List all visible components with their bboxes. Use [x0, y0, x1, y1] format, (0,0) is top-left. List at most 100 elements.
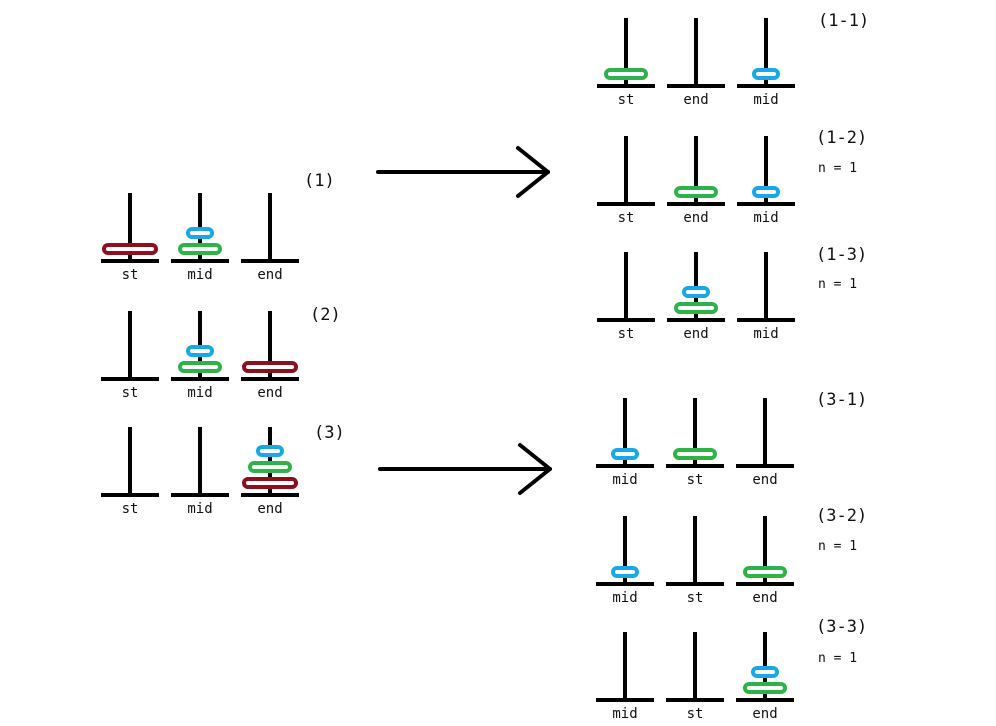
peg-mid: mid [171, 427, 229, 517]
peg-end: end [736, 516, 794, 606]
step-label: (3-3) [816, 617, 867, 637]
step-label: (1-2) [816, 128, 867, 148]
peg-label: end [683, 210, 708, 226]
peg-end: end [736, 632, 794, 722]
disk-blue [611, 448, 639, 460]
peg-label: end [683, 326, 708, 342]
peg-label: st [122, 501, 139, 517]
peg-label: end [257, 385, 282, 401]
peg-end: end [241, 427, 299, 517]
peg-st: st [666, 516, 724, 606]
disk-green [674, 186, 718, 198]
peg-end: end [667, 18, 725, 108]
hanoi-panel: st mid end (2) [101, 305, 341, 401]
peg-st: st [597, 136, 655, 226]
arrow-to-step-1 [376, 146, 550, 198]
peg-mid: mid [171, 311, 229, 401]
peg-label: end [752, 590, 777, 606]
disk-red [242, 477, 298, 489]
peg-end: end [667, 252, 725, 342]
peg-end: end [241, 193, 299, 283]
step-label: (1-3) [816, 245, 867, 265]
peg-st: st [597, 252, 655, 342]
disk-blue [752, 68, 780, 80]
arrow-to-step-3 [378, 443, 552, 495]
step-label: (1) [304, 171, 335, 191]
peg-label: mid [187, 501, 212, 517]
disk-green [604, 68, 648, 80]
n-count-label: n = 1 [818, 161, 857, 176]
disk-green [743, 566, 787, 578]
disk-green [743, 682, 787, 694]
peg-mid: mid [737, 18, 795, 108]
disk-blue [682, 286, 710, 298]
hanoi-panel: st end mid (1-3) n = 1 [597, 245, 867, 342]
disk-blue [751, 666, 779, 678]
peg-label: st [687, 472, 704, 488]
peg-st: st [666, 632, 724, 722]
peg-end: end [241, 311, 299, 401]
peg-label: mid [753, 326, 778, 342]
disk-blue [752, 186, 780, 198]
disk-blue [186, 227, 214, 239]
disk-green [178, 361, 222, 373]
peg-mid: mid [596, 398, 654, 488]
peg-label: mid [187, 385, 212, 401]
hanoi-panel: mid st end (3-1) [596, 390, 867, 488]
step-label: (3) [314, 423, 345, 443]
peg-mid: mid [171, 193, 229, 283]
hanoi-panel: st mid end (3) [101, 423, 345, 517]
peg-label: end [257, 501, 282, 517]
step-label: (3-1) [816, 390, 867, 410]
disk-blue [611, 566, 639, 578]
peg-label: st [122, 385, 139, 401]
n-count-label: n = 1 [818, 277, 857, 292]
peg-st: st [666, 398, 724, 488]
hanoi-panel: mid st end (3-2) n = 1 [596, 506, 867, 606]
peg-label: end [257, 267, 282, 283]
peg-label: st [687, 706, 704, 722]
disk-blue [186, 345, 214, 357]
disk-green [673, 448, 717, 460]
peg-label: st [618, 210, 635, 226]
hanoi-panel: st mid end (1) [101, 171, 335, 283]
peg-label: mid [753, 210, 778, 226]
peg-label: mid [612, 590, 637, 606]
disk-blue [256, 445, 284, 457]
peg-label: end [683, 92, 708, 108]
peg-st: st [101, 427, 159, 517]
peg-label: end [752, 472, 777, 488]
peg-label: st [122, 267, 139, 283]
n-count-label: n = 1 [818, 539, 857, 554]
disk-green [178, 243, 222, 255]
peg-mid: mid [596, 632, 654, 722]
peg-mid: mid [596, 516, 654, 606]
hanoi-panel: st end mid (1-2) n = 1 [597, 128, 867, 226]
hanoi-panel: st end mid (1-1) [597, 11, 869, 108]
peg-mid: mid [737, 136, 795, 226]
peg-st: st [101, 193, 159, 283]
peg-label: end [752, 706, 777, 722]
disk-green [674, 302, 718, 314]
hanoi-panel: mid st end (3-3) n = 1 [596, 617, 867, 722]
step-label: (3-2) [816, 506, 867, 526]
peg-label: st [618, 326, 635, 342]
peg-label: st [618, 92, 635, 108]
peg-mid: mid [737, 252, 795, 342]
step-label: (1-1) [818, 11, 869, 31]
n-count-label: n = 1 [818, 651, 857, 666]
step-label: (2) [310, 305, 341, 325]
peg-label: st [687, 590, 704, 606]
peg-label: mid [612, 706, 637, 722]
disk-red [102, 243, 158, 255]
peg-label: mid [753, 92, 778, 108]
disk-green [248, 461, 292, 473]
peg-st: st [597, 18, 655, 108]
peg-st: st [101, 311, 159, 401]
disk-red [242, 361, 298, 373]
peg-label: mid [187, 267, 212, 283]
peg-label: mid [612, 472, 637, 488]
peg-end: end [736, 398, 794, 488]
peg-end: end [667, 136, 725, 226]
